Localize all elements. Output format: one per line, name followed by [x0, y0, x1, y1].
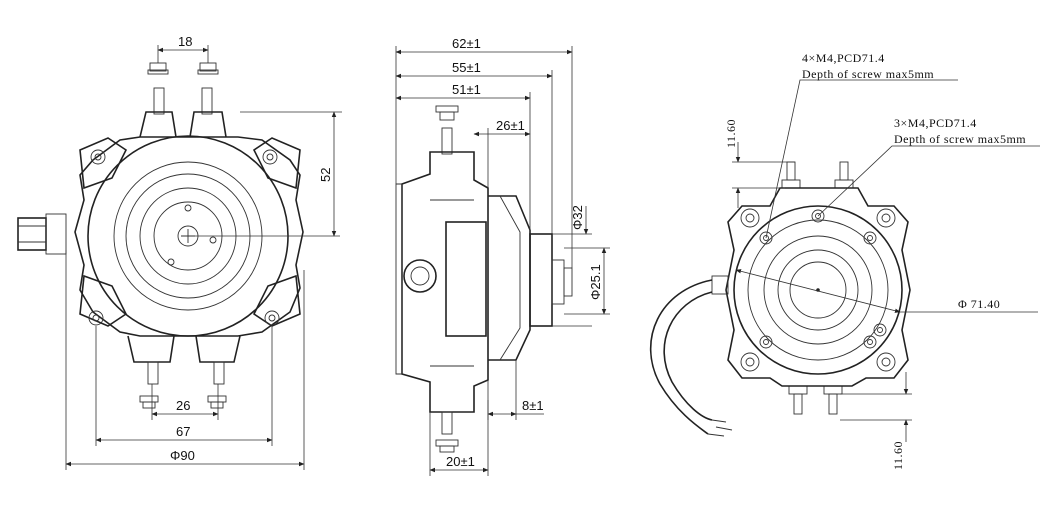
dim-26-label: 26: [176, 398, 190, 413]
cable-entry: [711, 275, 729, 295]
cable-gland: [17, 213, 67, 255]
mount-ears: [79, 137, 301, 327]
dim-62-label: 62±1: [452, 36, 481, 51]
note-b-line2: Depth of screw max5mm: [894, 132, 1026, 146]
dim-top-label: 11.60: [724, 119, 738, 148]
dim-20-label: 20±1: [446, 454, 475, 469]
dim-bottom-label: 11.60: [891, 441, 905, 470]
dim-25-label: Φ25.1: [588, 264, 603, 300]
rear-housing: [725, 187, 911, 387]
dim-67-label: 67: [176, 424, 190, 439]
dim-pcd-label: Φ 71.40: [958, 297, 1000, 311]
top-terminals: [139, 62, 227, 138]
note-a-line1: 4×M4,PCD71.4: [802, 51, 885, 65]
side-knob: [403, 259, 437, 293]
dim-26s-label: 26±1: [496, 118, 525, 133]
dim-8-label: 8±1: [522, 398, 544, 413]
rear-view: 4×M4,PCD71.4 Depth of screw max5mm 3×M4,…: [650, 51, 1040, 470]
dim-90-label: Φ90: [170, 448, 195, 463]
note-a-line2: Depth of screw max5mm: [802, 67, 934, 81]
pcd-screw-holes: [759, 209, 887, 349]
note-b-line1: 3×M4,PCD71.4: [894, 116, 977, 130]
cable: [650, 279, 713, 435]
bottom-terminals: [127, 335, 241, 409]
dim-18-label: 18: [178, 34, 192, 49]
side-housing: [401, 151, 489, 413]
dim-32-label: Φ32: [570, 205, 585, 230]
dim-52-label: 52: [318, 168, 333, 182]
motor-housing: [74, 136, 304, 337]
dim-55-label: 55±1: [452, 60, 481, 75]
front-view: 18 52 26 67 Φ90: [17, 34, 342, 470]
side-view: 62±1 55±1 51±1 26±1 Φ32 Φ25.1 8±1 20±1: [395, 36, 610, 476]
dim-51-label: 51±1: [452, 82, 481, 97]
